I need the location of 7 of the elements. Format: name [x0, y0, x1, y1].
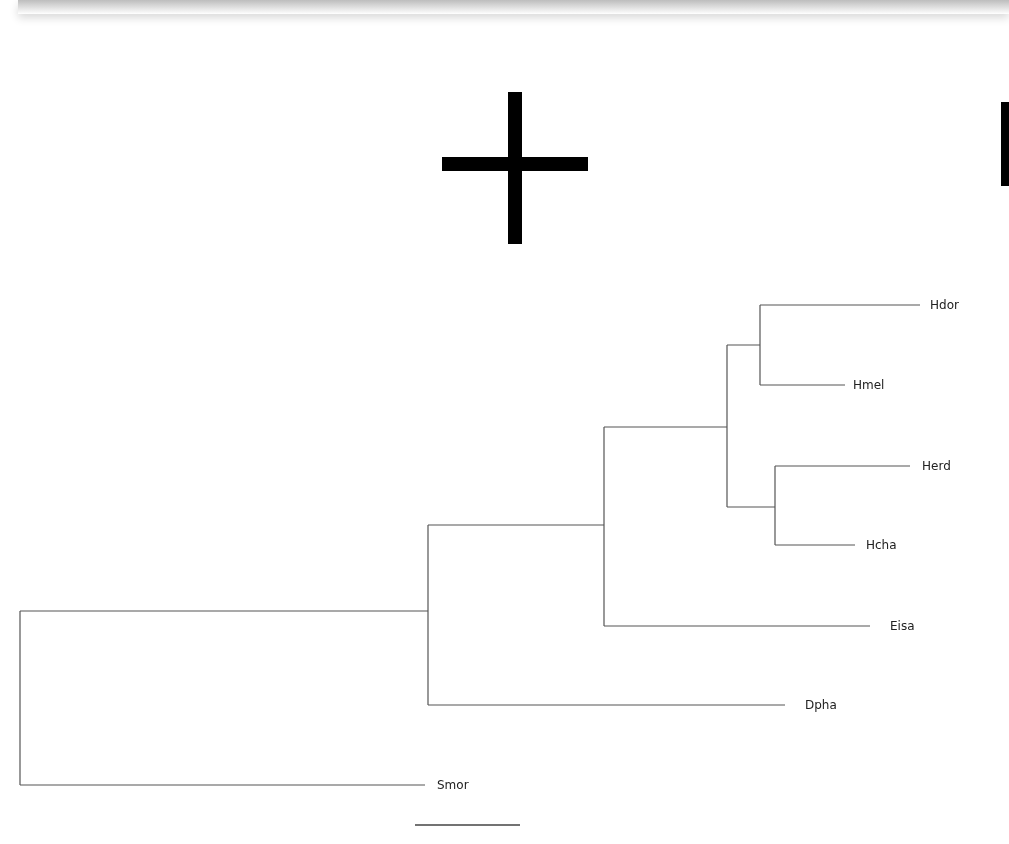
taxon-label: Hdor	[930, 298, 959, 312]
taxon-label: Hcha	[866, 538, 897, 552]
taxon-label: Dpha	[805, 698, 837, 712]
taxon-label: Herd	[922, 459, 951, 473]
taxon-label: Eisa	[890, 619, 915, 633]
taxon-label: Hmel	[853, 378, 885, 392]
taxon-label: Smor	[437, 778, 469, 792]
